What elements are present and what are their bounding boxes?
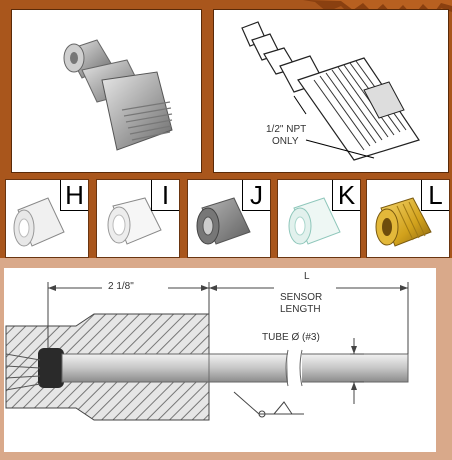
tip-image-l <box>375 197 432 247</box>
tip-image-i <box>107 197 162 245</box>
tip-option-i[interactable]: I <box>96 179 180 258</box>
dimension-drawing: 2 1/8" L SENSOR LENGTH TUBE Ø (#3) <box>4 268 436 452</box>
npt-callout-line2: ONLY <box>272 136 299 147</box>
tip-option-l[interactable]: L <box>366 179 450 258</box>
tip-option-h[interactable]: H <box>5 179 89 258</box>
fitting-photo <box>11 9 202 173</box>
probe-fitting-drawing <box>241 21 420 161</box>
tip-letter-h: H <box>60 180 88 211</box>
sensor-dimension-diagram <box>5 282 409 421</box>
tip-letter-j: J <box>242 180 270 211</box>
tip-letter-l: L <box>421 180 449 211</box>
tip-image-j <box>196 197 251 245</box>
tip-letter-i: I <box>151 180 179 211</box>
npt-callout-line1: 1/2" NPT <box>266 124 307 135</box>
tube-diameter-label: TUBE Ø (#3) <box>262 332 320 343</box>
body-length-label: 2 1/8" <box>108 281 134 292</box>
tip-option-j[interactable]: J <box>187 179 271 258</box>
tip-letter-k: K <box>332 180 360 211</box>
length-symbol-label: L <box>304 271 310 282</box>
compression-fitting-image <box>63 39 173 151</box>
tip-image-h <box>13 197 65 247</box>
sensor-label-line1: SENSOR <box>280 292 323 303</box>
sensor-label-line2: LENGTH <box>280 304 321 315</box>
tip-option-k[interactable]: K <box>277 179 361 258</box>
tip-image-k <box>288 197 341 245</box>
probe-fitting-photo: 1/2" NPT ONLY <box>213 9 449 173</box>
